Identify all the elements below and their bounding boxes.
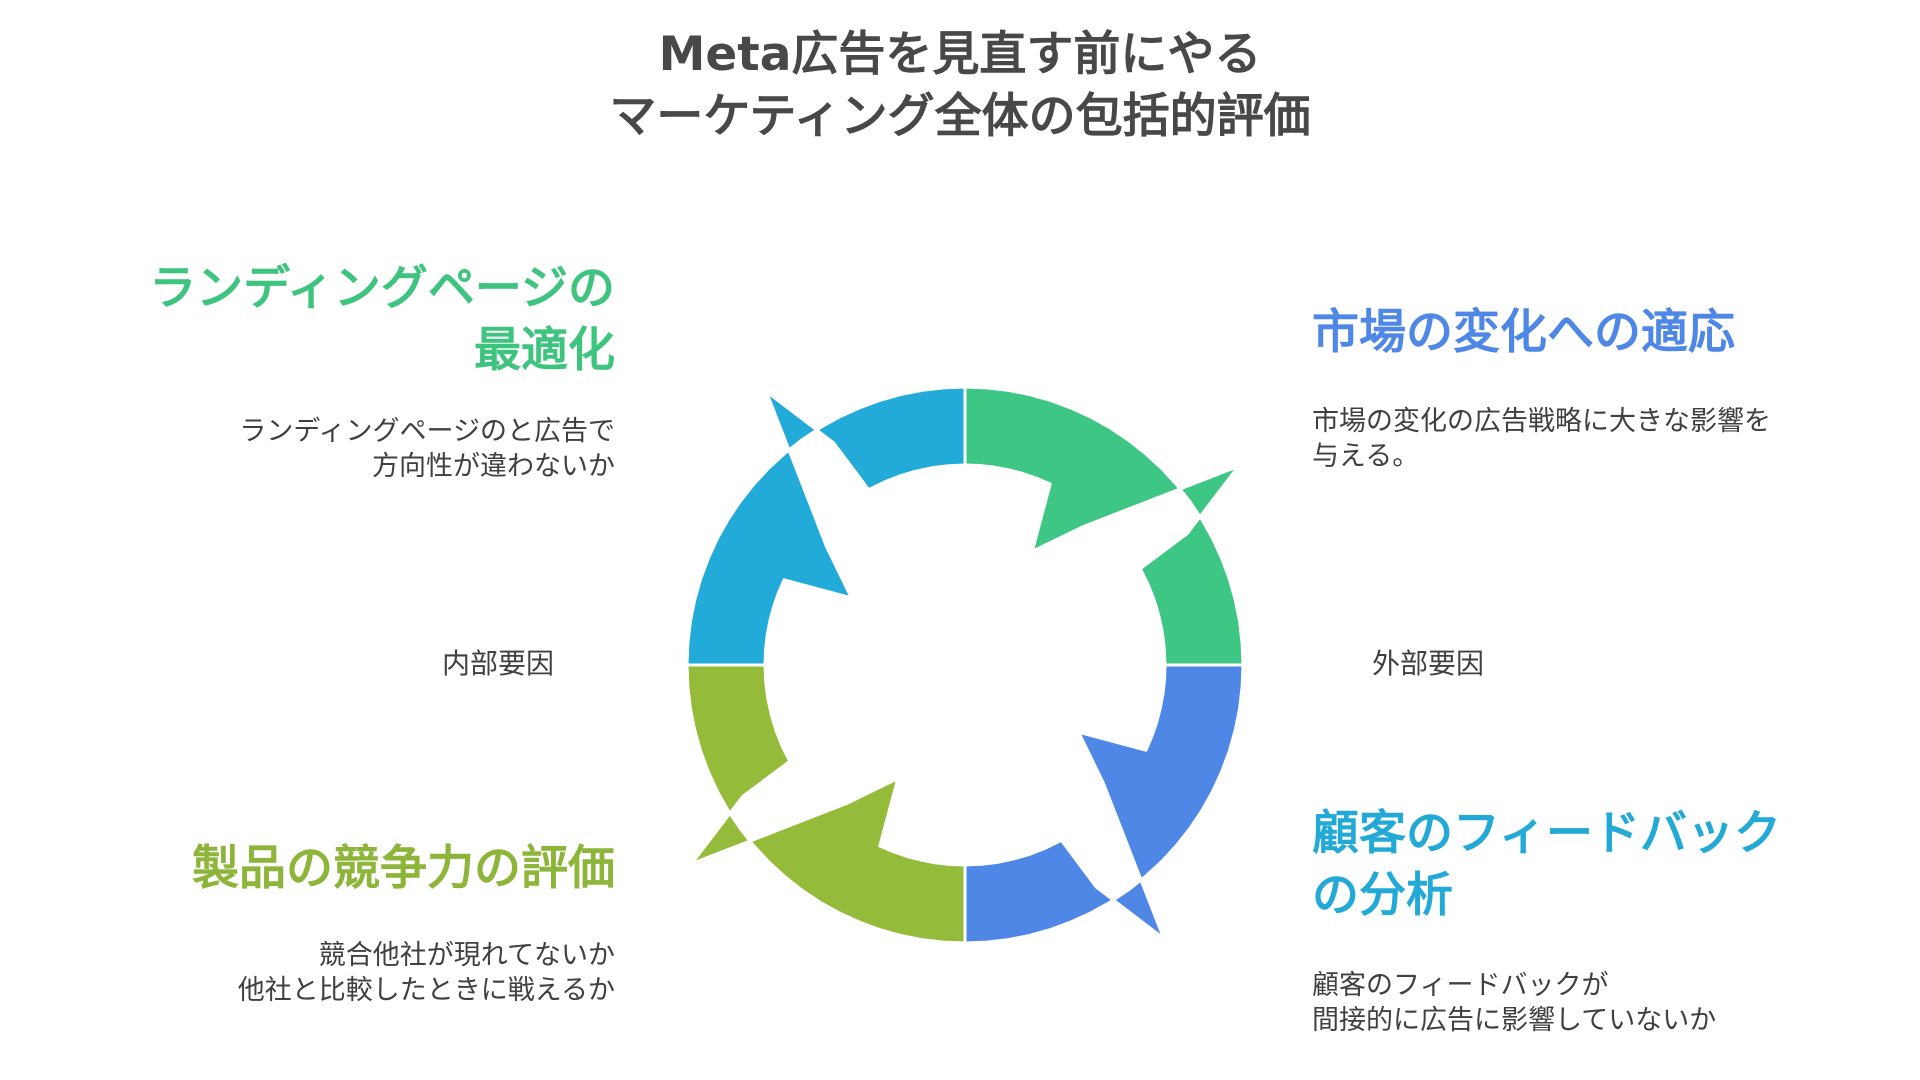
heading-line: ランディングページの <box>149 261 615 316</box>
desc-line: 与える。 <box>1312 441 1420 472</box>
ring-segment-bottom-left <box>685 663 967 945</box>
desc-line: 間接的に広告に影響していないか <box>1312 1005 1717 1036</box>
heading-customer-feedback-analysis: 顧客のフィードバック の分析 <box>1312 803 1781 927</box>
desc-line: 市場の変化の広告戦略に大きな影響を <box>1312 406 1771 437</box>
desc-market-change-adaptation: 市場の変化の広告戦略に大きな影響を 与える。 <box>1312 404 1771 474</box>
desc-landing-page-optimization: ランディングページのと広告で 方向性が違わないか <box>239 414 615 484</box>
ring-segment-top-right <box>963 385 1245 667</box>
desc-line: 顧客のフィードバックが <box>1312 970 1609 1001</box>
heading-line: 顧客のフィードバック <box>1312 806 1782 861</box>
heading-line: の分析 <box>1312 868 1453 923</box>
title-line-1: Meta広告を見直す前にやる <box>658 27 1262 82</box>
ring-segment-bottom-right <box>963 663 1245 945</box>
heading-landing-page-optimization: ランディングページの 最適化 <box>149 258 615 382</box>
title-line-2: マーケティング全体の包括的評価 <box>609 89 1311 144</box>
desc-product-competitiveness: 競合他社が現れてないか 他社と比較したときに戦えるか <box>238 938 615 1008</box>
heading-line: 製品の競争力の評価 <box>192 841 615 896</box>
axis-label-external-factors: 外部要因 <box>1372 647 1485 680</box>
axis-label-internal-factors: 内部要因 <box>442 647 555 680</box>
heading-market-change-adaptation: 市場の変化への適応 <box>1312 302 1735 364</box>
diagram-title: Meta広告を見直す前にやる マーケティング全体の包括的評価 <box>0 24 1920 148</box>
desc-line: 方向性が違わないか <box>372 451 615 482</box>
heading-line: 最適化 <box>474 323 615 378</box>
ring-segment-top-left <box>685 385 967 667</box>
heading-line: 市場の変化への適応 <box>1312 305 1735 360</box>
desc-customer-feedback-analysis: 顧客のフィードバックが 間接的に広告に影響していないか <box>1312 968 1716 1038</box>
desc-line: 競合他社が現れてないか <box>318 940 615 971</box>
desc-line: ランディングページのと広告で <box>239 416 615 447</box>
desc-line: 他社と比較したときに戦えるか <box>237 975 615 1006</box>
heading-product-competitiveness: 製品の競争力の評価 <box>192 838 615 900</box>
